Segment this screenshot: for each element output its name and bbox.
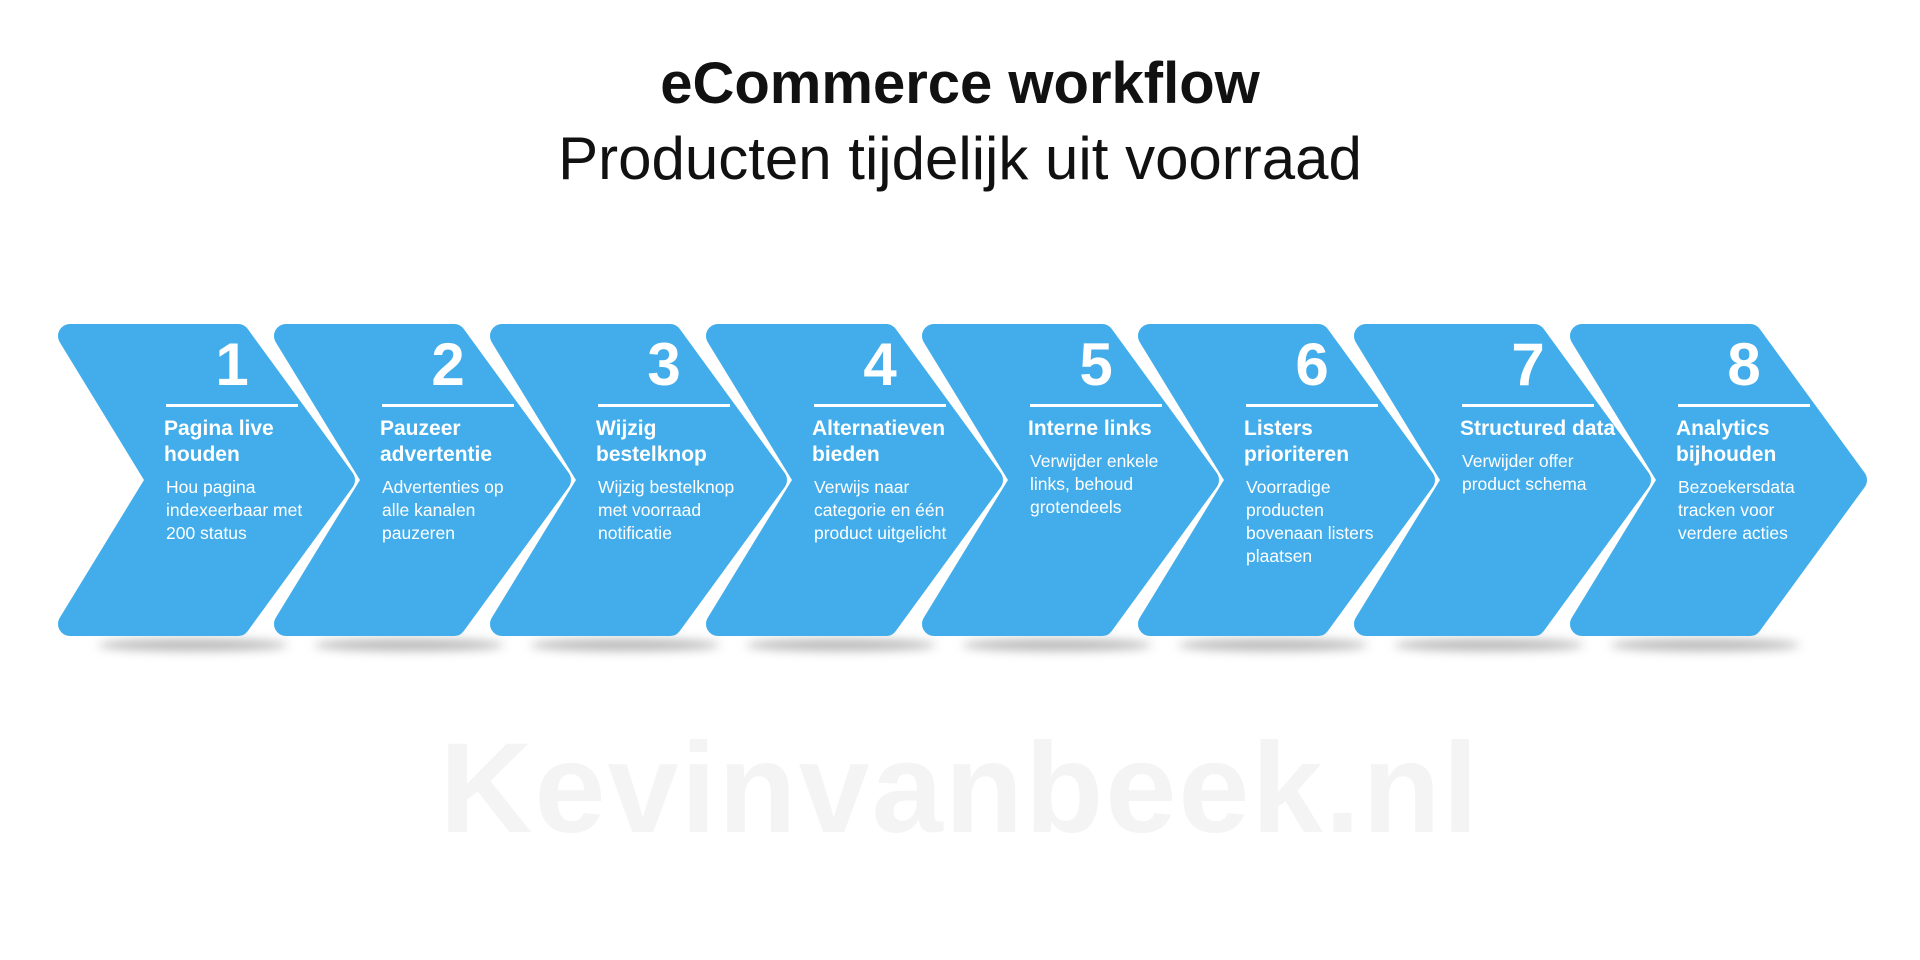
watermark: Kevinvanbeek.nl — [439, 717, 1481, 860]
step-divider — [1030, 404, 1162, 407]
step-description: Bezoekersdata tracken voor verdere actie… — [1678, 477, 1795, 543]
step-description: Wijzig bestelknop met voorraad notificat… — [598, 477, 735, 543]
step-divider — [1678, 404, 1810, 407]
step-shadow — [530, 639, 720, 651]
step-description: Hou pagina indexeerbaar met 200 status — [166, 477, 303, 543]
chevron-shape — [706, 324, 1003, 636]
step-divider — [166, 404, 298, 407]
step-shadow — [962, 639, 1152, 651]
chevron-shape — [274, 324, 571, 636]
step-number: 2 — [431, 331, 465, 398]
step-shadow — [98, 639, 288, 651]
step-divider — [814, 404, 946, 407]
step-divider — [382, 404, 514, 407]
chevron-shape — [58, 324, 355, 636]
step-number: 1 — [215, 331, 249, 398]
step-title: Structured data — [1460, 417, 1616, 440]
diagram-title: eCommerce workflow — [660, 51, 1260, 116]
step-title: Interne links — [1028, 417, 1152, 440]
step-description: Verwijder enkele links, behoud grotendee… — [1030, 451, 1159, 517]
chevron-shape — [1354, 324, 1651, 636]
chevron-shape — [490, 324, 787, 636]
step-divider — [598, 404, 730, 407]
step-number: 8 — [1727, 331, 1761, 398]
chevron-shape — [1138, 324, 1435, 636]
step-number: 4 — [863, 331, 897, 398]
step-description: Verwijder offer product schema — [1462, 451, 1587, 494]
step-title: Pagina live houden — [164, 417, 274, 466]
step-shadow — [314, 639, 504, 651]
step-number: 6 — [1295, 331, 1329, 398]
step-shadow — [1610, 639, 1800, 651]
chevron-shape — [1570, 324, 1867, 636]
step-divider — [1462, 404, 1594, 407]
step-number: 7 — [1511, 331, 1545, 398]
step-description: Verwijs naar categorie en één product ui… — [814, 477, 947, 543]
step-title: Listers prioriteren — [1244, 417, 1350, 466]
diagram-subtitle: Producten tijdelijk uit voorraad — [558, 125, 1362, 192]
step-number: 3 — [647, 331, 681, 398]
step-title: Alternatieven bieden — [812, 417, 946, 466]
step-title: Analytics bijhouden — [1676, 417, 1777, 466]
step-number: 5 — [1079, 331, 1113, 398]
step-shadow — [1394, 639, 1584, 651]
chevron-shape — [922, 324, 1219, 636]
step-divider — [1246, 404, 1378, 407]
step-description: Voorradige producten bovenaan listers pl… — [1246, 477, 1374, 566]
step-shadow — [1178, 639, 1368, 651]
step-title: Pauzeer advertentie — [380, 417, 493, 466]
step-shadow — [746, 639, 936, 651]
step-title: Wijzig bestelknop — [596, 417, 707, 466]
step-description: Advertenties op alle kanalen pauzeren — [382, 477, 504, 543]
